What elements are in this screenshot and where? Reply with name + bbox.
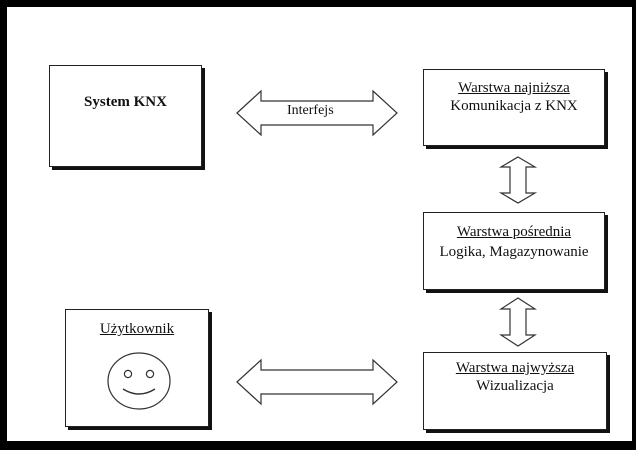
highest-layer-box: Warstwa najwyższa Wizualizacja [423, 352, 607, 430]
lowest-layer-box: Warstwa najniższa Komunikacja z KNX [423, 69, 605, 146]
middle-layer-box: Warstwa pośrednia Logika, Magazynowanie [423, 212, 605, 290]
middle-layer-title: Warstwa pośrednia [456, 224, 572, 240]
user-double-arrow [236, 358, 398, 406]
lowest-layer-subtitle: Komunikacja z KNX [450, 98, 578, 114]
system-knx-label: System KNX [84, 94, 167, 110]
vertical-double-arrow-lower [498, 297, 538, 347]
system-knx-box: System KNX [49, 65, 202, 167]
highest-layer-subtitle: Wizualizacja [476, 378, 554, 394]
user-label: Użytkownik [99, 321, 175, 337]
interface-label: Interfejs [287, 103, 334, 118]
lowest-layer-title: Warstwa najniższa [458, 80, 570, 96]
vertical-double-arrow-upper [498, 156, 538, 204]
middle-layer-subtitle: Logika, Magazynowanie [439, 244, 589, 260]
smiley-face-icon [107, 352, 171, 410]
highest-layer-title: Warstwa najwyższa [455, 360, 575, 376]
interface-double-arrow [236, 89, 398, 137]
user-box: Użytkownik [65, 309, 209, 427]
